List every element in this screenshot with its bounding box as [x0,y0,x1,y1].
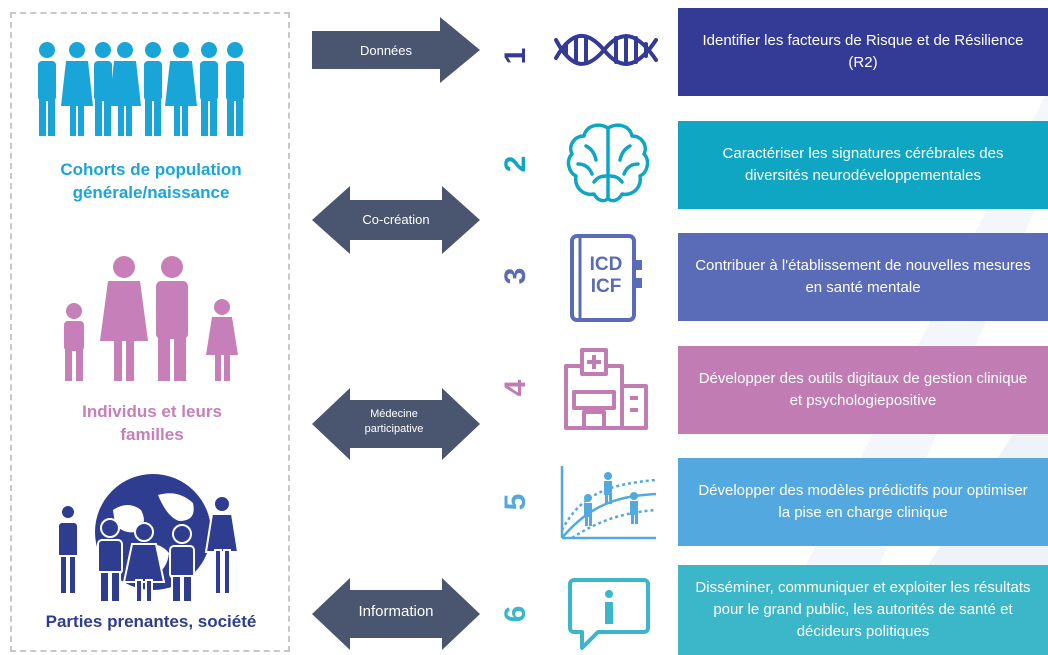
arrow-label-donnees: Données [359,43,413,58]
goal-text-3: Contribuer à l'établissement de nouvelle… [695,257,1031,296]
population-cohort-icon [38,42,244,136]
step-number-6: 6 [499,605,532,623]
brain-icon [566,123,650,203]
goal-box-1: Identifier les facteurs de Risque et de … [678,8,1048,96]
arrow-medecine-participative [312,388,480,460]
icf-label: ICF [591,276,622,297]
group-label-families: Individus et leurs familles [82,402,222,444]
goal-text-2: Caractériser les signatures cérébrales d… [722,145,1004,184]
family-icon [64,256,238,381]
goal-box-2: Caractériser les signatures cérébrales d… [678,121,1048,209]
icd-label: ICD [590,254,623,275]
group-label-society: Parties prenantes, société [45,612,257,631]
prediction-chart-icon [560,466,657,540]
info-speech-bubble-icon [568,578,650,650]
society-globe-icon [57,474,240,603]
goal-box-3: Contribuer à l'établissement de nouvelle… [678,233,1048,321]
goal-box-6: Disséminer, communiquer et exploiter les… [678,565,1048,655]
arrow-information [312,578,480,650]
step-number-4: 4 [499,379,532,397]
arrow-label-medecine: Médecine participative [364,408,424,435]
hospital-icon [564,348,648,430]
stakeholder-panel [10,12,290,652]
step-number-5: 5 [499,493,532,511]
goal-text-4: Développer des outils digitaux de gestio… [698,370,1028,409]
dna-icon [554,33,658,66]
step-number-2: 2 [499,155,532,173]
goal-text-1: Identifier les facteurs de Risque et de … [702,32,1024,71]
arrow-donnees [312,17,480,83]
group-label-cohorts: Cohorts de population générale/naissance [60,160,242,202]
goal-text-5: Développer des modèles prédictifs pour o… [698,482,1028,521]
goal-box-5: Développer des modèles prédictifs pour o… [678,458,1048,546]
arrow-label-information: Information [358,603,434,620]
step-number-1: 1 [499,47,532,65]
goal-text-6: Disséminer, communiquer et exploiter les… [695,579,1031,640]
icd-icf-book-icon: ICD ICF [570,234,642,322]
goal-box-4: Développer des outils digitaux de gestio… [678,346,1048,434]
arrow-cocreation [312,186,480,254]
step-number-3: 3 [499,267,532,285]
arrow-label-cocreation: Co-création [362,212,430,227]
